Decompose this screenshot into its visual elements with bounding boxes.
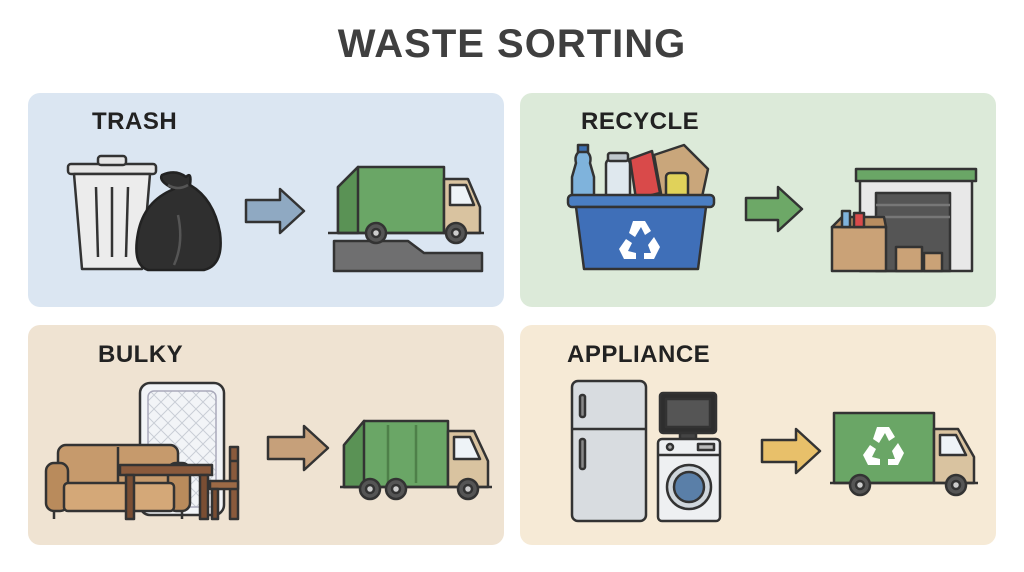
arrow-right-icon	[266, 424, 330, 472]
sofa-icon	[44, 443, 192, 519]
refrigerator-icon	[570, 379, 648, 523]
recycling-bin-icon	[566, 193, 716, 271]
recycling-symbol-icon	[619, 221, 660, 259]
arrow-right-icon	[760, 427, 822, 475]
arrow-right-icon	[244, 187, 306, 235]
garbage-truck-icon	[328, 165, 484, 273]
recycling-facility-icon	[830, 167, 978, 273]
table-icon	[118, 463, 214, 521]
recycle-label: RECYCLE	[581, 108, 700, 135]
page-title: WASTE SORTING	[337, 22, 687, 66]
garbage-bag-icon	[135, 171, 222, 272]
appliance-label: APPLIANCE	[567, 341, 711, 368]
chair-icon	[208, 445, 240, 521]
trash-label: TRASH	[92, 108, 178, 135]
trash-can-icon	[66, 154, 158, 271]
bulky-waste-truck-icon	[340, 419, 492, 501]
recyclables-icon	[570, 143, 710, 201]
recycling-truck-icon	[830, 411, 978, 497]
bulky-panel: BULKY	[28, 325, 504, 545]
television-icon	[658, 391, 718, 441]
recycling-symbol-icon	[863, 427, 904, 465]
bulky-label: BULKY	[98, 341, 184, 368]
trash-panel: TRASH	[28, 93, 504, 307]
arrow-right-icon	[744, 185, 804, 233]
appliance-panel: APPLIANCE	[520, 325, 996, 545]
washing-machine-icon	[656, 437, 722, 523]
recycle-panel: RECYCLE	[520, 93, 996, 307]
